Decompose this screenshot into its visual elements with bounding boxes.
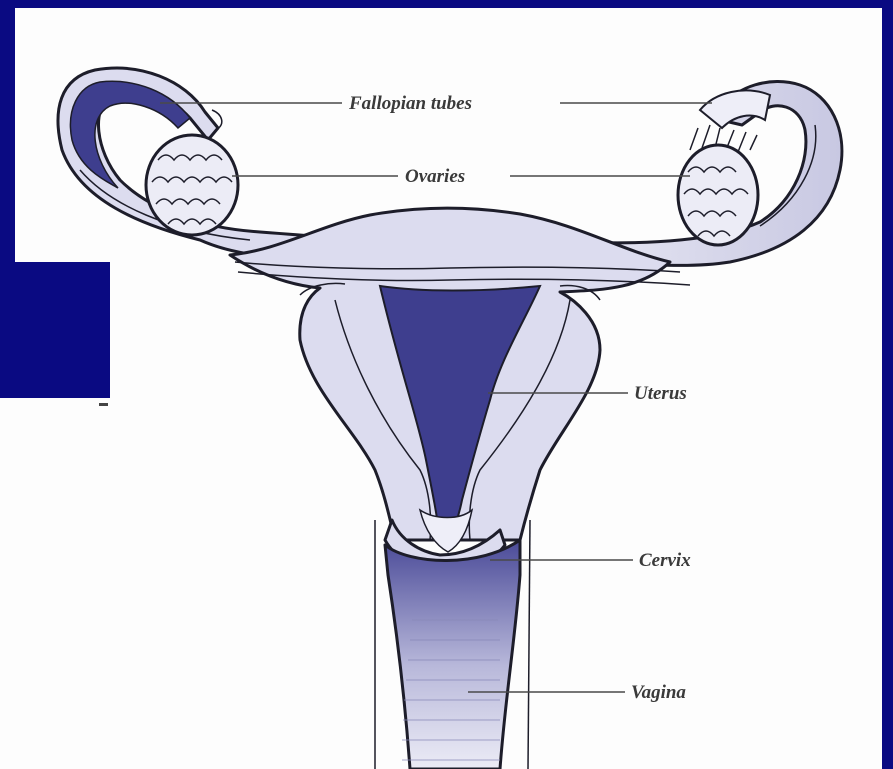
label-fallopian-tubes: Fallopian tubes [348,93,472,114]
uterus [230,208,690,540]
label-vagina: Vagina [631,682,686,703]
right-ovary [678,145,758,245]
left-ovary [146,135,238,235]
label-ovaries: Ovaries [405,166,465,187]
label-cervix: Cervix [639,550,691,571]
label-uterus: Uterus [634,383,687,404]
